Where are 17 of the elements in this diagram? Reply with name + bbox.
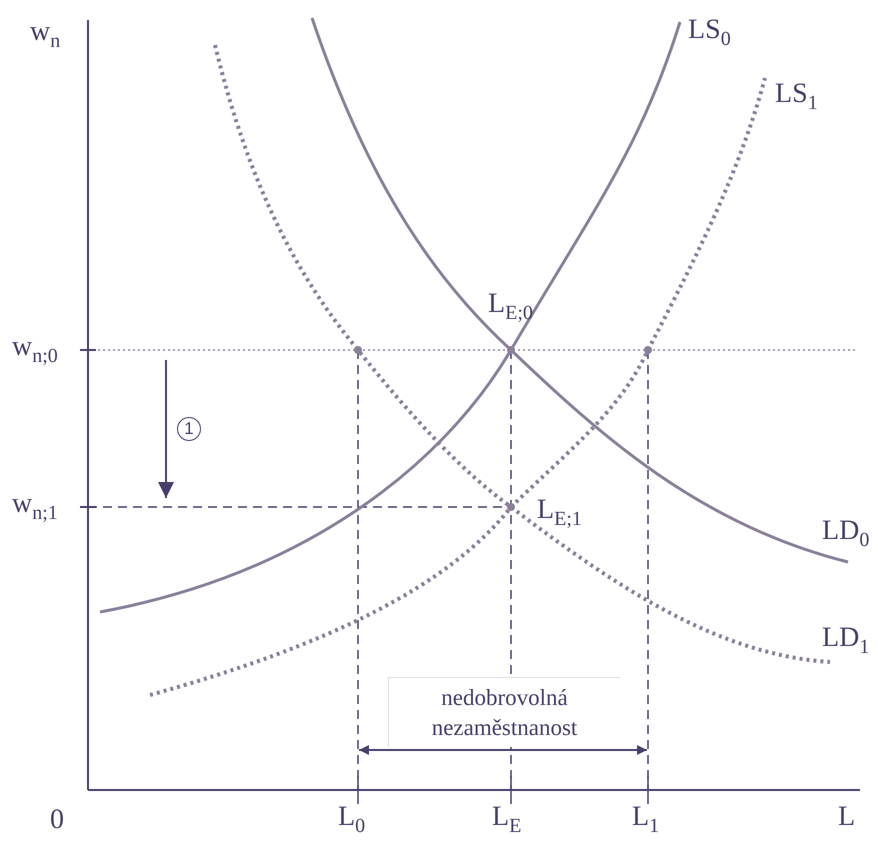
axis-label: w$_{n}$ bbox=[30, 18, 60, 51]
axis-value: L$_{E}$ bbox=[492, 803, 522, 836]
axis-value: w$_{n;0}$ bbox=[12, 333, 58, 366]
box-text: nedobrovolná nezaměstnanost bbox=[430, 684, 578, 742]
curve-label: LD$_{1}$ bbox=[822, 624, 870, 657]
curve-label: LD$_{0}$ bbox=[822, 517, 870, 550]
origin-label: 0 bbox=[50, 806, 64, 834]
axis-label: L bbox=[838, 803, 856, 831]
point-label: L$_{E;1}$ bbox=[537, 496, 582, 529]
callout-number: 1 bbox=[177, 417, 201, 441]
axis-value: w$_{n;1}$ bbox=[12, 490, 58, 523]
point-label: L$_{E;0}$ bbox=[488, 290, 533, 323]
axis-value: L$_{1}$ bbox=[632, 803, 660, 836]
text-box bbox=[388, 677, 620, 747]
curve-label: LS$_{1}$ bbox=[775, 80, 818, 113]
axis-value: L$_{0}$ bbox=[338, 803, 366, 836]
curve-label: LS$_{0}$ bbox=[688, 16, 731, 49]
